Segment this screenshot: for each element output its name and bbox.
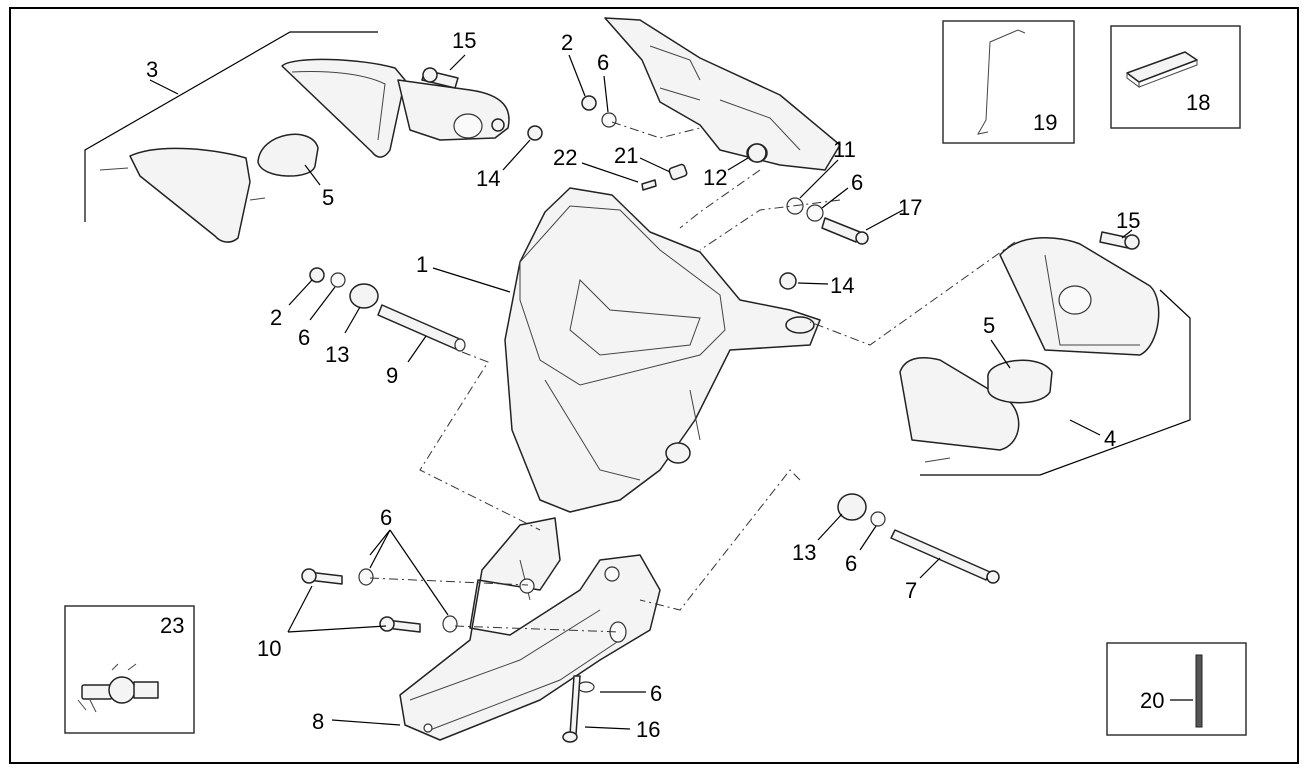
callout-10: 10 [257,636,281,661]
assembly-lines [369,121,1016,633]
headlight-assembly [504,187,821,513]
callout-1: 1 [416,252,428,277]
left-indicator-assembly [84,31,510,243]
inset-box-20: 20 [1106,642,1247,736]
callout-6-top: 6 [597,50,609,75]
callout-2-top: 2 [561,30,573,55]
callout-17: 17 [898,195,922,220]
label-23: 23 [160,613,184,638]
callout-15-left: 15 [452,28,476,53]
callout-3: 3 [146,57,158,82]
callout-15-right: 15 [1116,208,1140,233]
callout-13-right: 13 [792,540,816,565]
callout-9: 9 [386,363,398,388]
callout-13-left: 13 [325,342,349,367]
callout-4: 4 [1104,426,1116,451]
callout-6-right-bottom: 6 [845,551,857,576]
diagram-frame [9,7,1299,764]
lower-support-bracket [399,517,661,741]
callout-11: 11 [833,137,856,162]
callout-16: 16 [636,717,660,742]
upper-mounting-bracket [604,17,841,171]
callout-labels: 1 2 2 3 4 5 5 6 6 6 6 6 6 7 8 9 10 11 12… [146,28,1140,742]
leader-lines [149,54,1133,730]
callout-7: 7 [905,578,917,603]
callout-5-left: 5 [322,185,334,210]
callout-8: 8 [312,709,324,734]
callout-6-right-top: 6 [851,170,863,195]
callout-21: 21 [614,143,638,168]
label-20: 20 [1140,688,1164,713]
callout-14-left: 14 [476,166,500,191]
inset-box-19: 19 [942,20,1075,144]
callout-12: 12 [703,165,727,190]
callout-22: 22 [553,145,577,170]
callout-6-lower: 6 [380,505,392,530]
callout-14-right: 14 [830,273,854,298]
callout-6-bottom: 6 [650,681,662,706]
callout-5-right: 5 [983,313,995,338]
callout-6-left: 6 [298,325,310,350]
hardware-parts [301,67,1140,743]
label-19: 19 [1033,110,1057,135]
label-18: 18 [1186,90,1210,115]
callout-2-left: 2 [270,305,282,330]
inset-box-18: 18 [1110,25,1241,129]
inset-box-23: 23 [64,605,195,734]
right-indicator-assembly [899,237,1191,476]
